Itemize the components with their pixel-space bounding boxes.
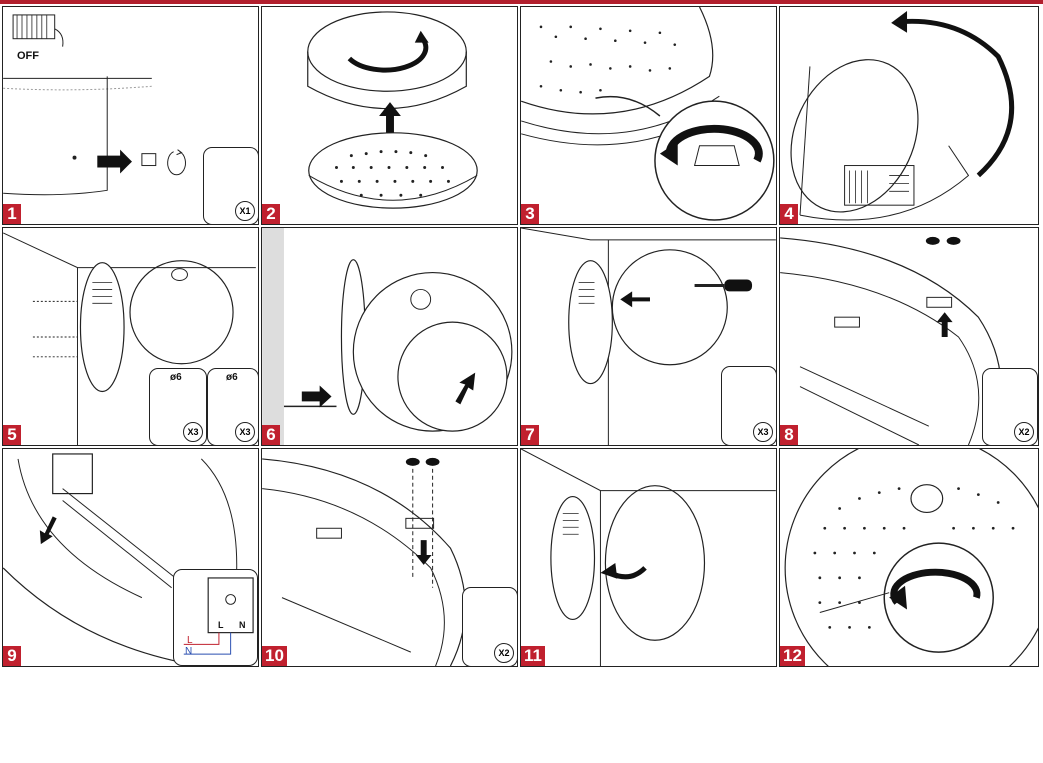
step-number: 1: [3, 204, 21, 224]
drill-quantity: X3: [183, 422, 203, 442]
step-5-illustration: [3, 232, 256, 445]
step-12-illustration: [784, 449, 1038, 666]
step-panel-4: 4: [779, 6, 1039, 225]
screwdriver-tool-box: X2: [982, 368, 1038, 445]
power-off-label: OFF: [17, 50, 39, 62]
step-number: 6: [262, 425, 280, 445]
step-panel-2: 2: [261, 6, 518, 225]
step-number: 4: [780, 204, 798, 224]
terminal-neutral-label: N: [239, 620, 246, 630]
screwdriver-quantity: X2: [494, 643, 514, 663]
step-6-illustration: [262, 228, 513, 445]
screwdriver-quantity: X2: [1014, 422, 1034, 442]
step-panel-7: X3 7: [520, 227, 777, 446]
step-7-illustration: [521, 228, 776, 445]
step-number: 2: [262, 204, 280, 224]
drill-size-label: ø6: [170, 372, 182, 383]
step-panel-3: 3: [520, 6, 777, 225]
step-panel-6: 6: [261, 227, 518, 446]
hex-key-quantity: X1: [235, 201, 255, 221]
step-number: 8: [780, 425, 798, 445]
step-panel-8: X2 8: [779, 227, 1039, 446]
terminal-wiring-box: L N L N: [173, 569, 258, 666]
step-panel-9: L N L N 9: [2, 448, 259, 667]
step-number: 5: [3, 425, 21, 445]
screwdriver-tool-box: X3: [721, 366, 776, 445]
step-panel-10: X2 10: [261, 448, 518, 667]
hammer-tool-box: ø6 X3: [207, 368, 258, 445]
step-panel-12: 12: [779, 448, 1039, 667]
step-number: 7: [521, 425, 539, 445]
drill-bit-tool-box: ø6 X3: [149, 368, 207, 445]
step-1-illustration: [3, 14, 242, 216]
plug-size-label: ø6: [226, 372, 238, 383]
step-number: 11: [521, 646, 545, 666]
instruction-grid: OFF X1 1 2: [2, 6, 1039, 669]
hammer-quantity: X3: [235, 422, 255, 442]
live-wire-label: L: [187, 635, 193, 646]
hex-key-tool-box: X1: [203, 147, 258, 224]
step-9-illustration: [3, 453, 238, 666]
step-4-illustration: [790, 10, 1015, 221]
terminal-live-label: L: [218, 620, 224, 630]
top-accent-bar: [0, 0, 1043, 4]
step-panel-11: 11: [520, 448, 777, 667]
terminal-block-diagram: [183, 577, 254, 655]
step-number: 3: [521, 204, 539, 224]
step-11-illustration: [521, 449, 776, 666]
step-panel-1: OFF X1 1: [2, 6, 259, 225]
step-number: 12: [780, 646, 805, 666]
screwdriver-tool-box: X2: [462, 587, 517, 666]
step-panel-5: ø6 X3 ø6 X3 5: [2, 227, 259, 446]
step-number: 10: [262, 646, 287, 666]
neutral-wire-label: N: [185, 646, 193, 657]
step-number: 9: [3, 646, 21, 666]
step-3-illustration: [521, 7, 775, 221]
screwdriver-quantity: X3: [753, 422, 773, 442]
step-2-illustration: [307, 11, 478, 209]
